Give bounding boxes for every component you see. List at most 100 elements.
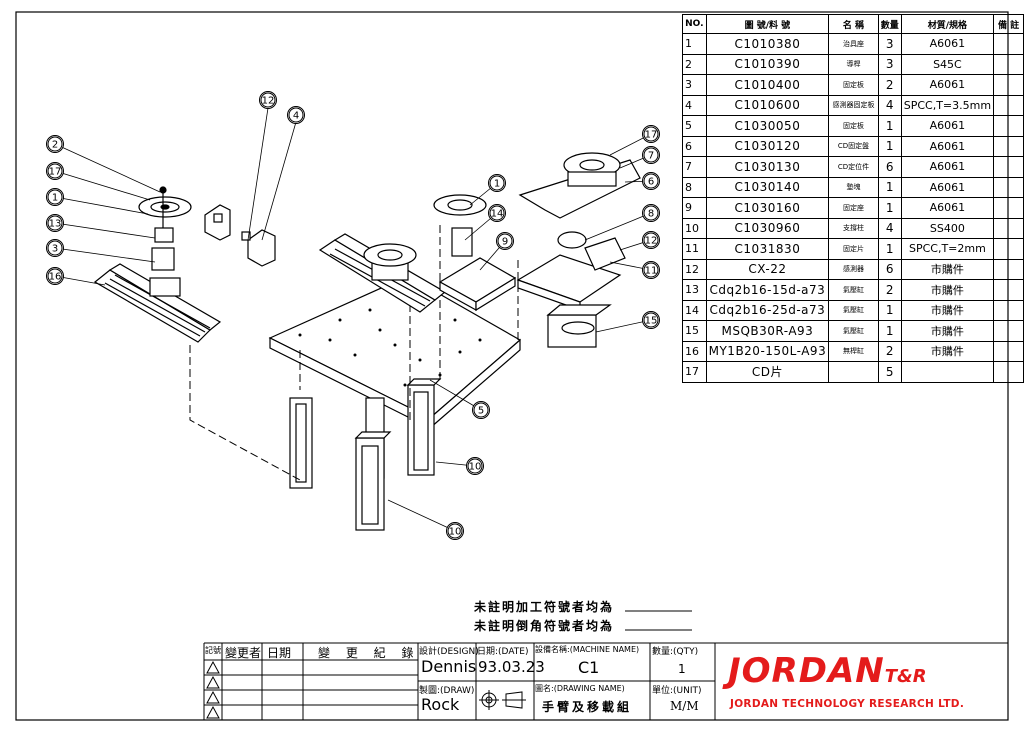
date-value: 93.03.23 (478, 658, 545, 676)
bom-material (900, 361, 995, 383)
callout-balloon: 15 (642, 311, 660, 329)
company-logo: JORDANT&R (728, 651, 927, 691)
bom-part-name: 導桿 (828, 53, 879, 75)
callout-balloon: 13 (46, 214, 64, 232)
bom-quantity: 2 (877, 279, 902, 301)
bom-quantity: 4 (877, 94, 902, 116)
bom-quantity: 5 (877, 361, 902, 383)
bom-remark (993, 299, 1024, 321)
design-label: 設計(DESIGN) (419, 647, 479, 657)
rev-col-label: 記號 (205, 646, 221, 655)
bom-part-number: CX-22 (705, 258, 830, 280)
callout-label: 15 (645, 316, 658, 327)
date-col-label: 日期 (267, 646, 292, 660)
bom-material: A6061 (900, 115, 995, 137)
col-name: 名 稱 (828, 14, 879, 34)
callout-balloon: 9 (496, 232, 514, 250)
callout-label: 2 (52, 140, 58, 151)
changer-label: 變更者 (225, 646, 262, 660)
bom-material: S45C (900, 53, 995, 75)
center-assembly-drawing (318, 233, 447, 313)
bom-remark (993, 197, 1024, 219)
callout-balloon: 1 (488, 174, 506, 192)
title-block-grid (203, 642, 1008, 720)
bom-part-name: 感測器 (828, 258, 879, 280)
bom-quantity: 6 (877, 258, 902, 280)
bom-item-no: 15 (682, 320, 707, 342)
bom-item-no: 1 (682, 33, 707, 55)
company-full-name: JORDAN TECHNOLOGY RESEARCH LTD. (730, 698, 965, 710)
bom-part-number: C1010390 (705, 53, 830, 75)
bom-part-number: MY1B20-150L-A93 (705, 340, 830, 362)
callout-balloon: 5 (472, 401, 490, 419)
bom-part-name: 感測器固定板 (828, 94, 879, 116)
leader-lines (54, 107, 652, 532)
bom-remark (993, 74, 1024, 96)
bom-remark (993, 176, 1024, 198)
callout-balloon: 7 (642, 146, 660, 164)
bom-material: A6061 (900, 74, 995, 96)
callout-balloon: 14 (488, 204, 506, 222)
bom-material: SPCC,T=2mm (900, 238, 995, 260)
bom-material: 市購件 (900, 320, 995, 342)
bom-material: SS400 (900, 217, 995, 239)
bom-part-name: 固定板 (828, 74, 879, 96)
bom-quantity: 1 (877, 320, 902, 342)
bom-part-name: CD定位件 (828, 156, 879, 178)
callout-label: 12 (262, 96, 275, 107)
bom-item-no: 12 (682, 258, 707, 280)
callout-label: 14 (491, 209, 504, 220)
callout-balloon: 6 (642, 172, 660, 190)
callout-label: 10 (469, 462, 482, 473)
callout-balloon: 16 (46, 267, 64, 285)
sensor-brackets-drawing (204, 204, 276, 267)
bom-part-number: Cdq2b16-25d-a73 (705, 299, 830, 321)
callout-balloon: 17 (46, 162, 64, 180)
bom-item-no: 7 (682, 156, 707, 178)
bom-item-no: 8 (682, 176, 707, 198)
bom-part-name: 治具座 (828, 33, 879, 55)
bom-quantity: 1 (877, 135, 902, 157)
drawing-name-label: 圖名:(DRAWING NAME) (535, 684, 625, 693)
bom-quantity: 1 (877, 115, 902, 137)
bom-remark (993, 53, 1024, 75)
bom-quantity: 3 (877, 33, 902, 55)
callout-balloon: 10 (466, 457, 484, 475)
bom-part-name: 無桿缸 (828, 340, 879, 362)
callout-balloon: 8 (642, 204, 660, 222)
bom-part-number: C1031830 (705, 238, 830, 260)
callout-label: 12 (645, 236, 658, 247)
qty-value: 1 (678, 662, 686, 676)
machine-value: C1 (578, 658, 600, 677)
callout-label: 1 (494, 179, 500, 190)
bom-item-no: 14 (682, 299, 707, 321)
bom-part-name: 支撐柱 (828, 217, 879, 239)
bom-part-number: Cdq2b16-15d-a73 (705, 279, 830, 301)
callout-balloon: 1 (46, 188, 64, 206)
qty-label: 數量:(QTY) (652, 647, 699, 657)
bom-remark (993, 361, 1024, 383)
bom-quantity: 1 (877, 238, 902, 260)
bom-remark (993, 156, 1024, 178)
machining-note: 未註明加工符號者均為 (474, 600, 615, 614)
bom-quantity: 6 (877, 156, 902, 178)
machine-label: 設備名稱:(MACHINE NAME) (535, 645, 640, 654)
callout-label: 8 (648, 209, 654, 220)
bom-part-name: 氣壓缸 (828, 320, 879, 342)
bom-quantity: 1 (877, 299, 902, 321)
bom-material: 市購件 (900, 299, 995, 321)
bom-remark (993, 258, 1024, 280)
callout-label: 6 (648, 177, 654, 188)
callout-balloon: 3 (46, 239, 64, 257)
construction-lines (169, 225, 519, 481)
bom-quantity: 2 (877, 74, 902, 96)
bom-item-no: 5 (682, 115, 707, 137)
